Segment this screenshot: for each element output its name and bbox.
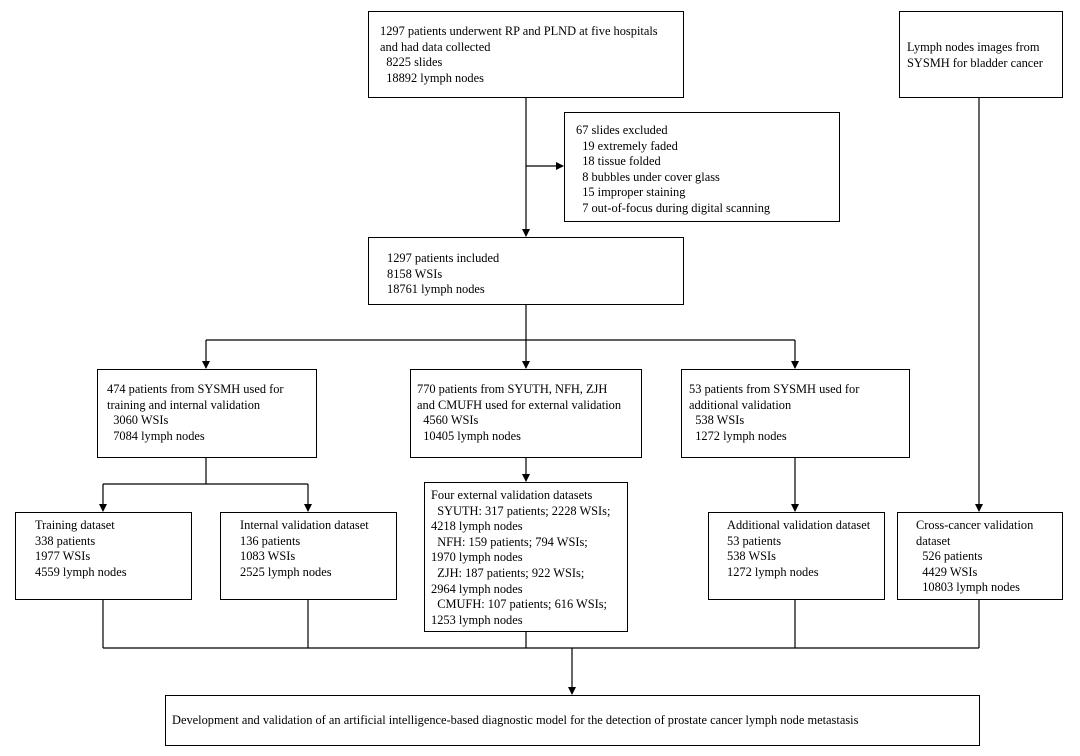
text-line: 3060 WSIs [107,413,169,428]
box-cross-cancer-dataset: Cross-cancer validation dataset 526 pati… [897,512,1063,600]
text-line: 15 improper staining [576,185,686,200]
text-line: 4560 WSIs [417,413,479,428]
text-line: 8 bubbles under cover glass [576,169,720,184]
text-line: Internal validation dataset [240,518,369,532]
text-line: and had data collected [380,39,491,54]
text-line: 10803 lymph nodes [916,580,1020,595]
box-four-external-datasets: Four external validation datasets SYUTH:… [424,482,628,632]
text-line: Additional validation dataset [727,518,871,532]
text-line: 2964 lymph nodes [431,581,523,596]
text-line: 136 patients [240,533,301,548]
text-line: 4559 lymph nodes [35,564,127,579]
text-line: and CMUFH used for external validation [417,397,622,412]
text-line: 538 WSIs [689,413,745,428]
text-line: NFH: 159 patients; 794 WSIs; [431,534,588,549]
text-line: Four external validation datasets [431,488,593,502]
box-final-outcome: Development and validation of an artific… [165,695,980,746]
text-line: 1297 patients underwent RP and PLND at f… [380,24,658,38]
text-line: 1272 lymph nodes [727,564,819,579]
text-line: ZJH: 187 patients; 922 WSIs; [431,565,585,580]
text-line: 770 patients from SYUTH, NFH, ZJH [417,382,608,396]
box-sysmh-group: 474 patients from SYSMH used for trainin… [97,369,317,458]
text-line: 53 patients from SYSMH used for [689,382,860,396]
text-line: 526 patients [916,549,983,564]
text-line: 7 out-of-focus during digital scanning [576,200,771,215]
text-line: SYSMH for bladder cancer [907,55,1043,70]
box-external-group: 770 patients from SYUTH, NFH, ZJH and CM… [410,369,642,458]
text-line: 18 tissue folded [576,154,661,169]
text-line: Cross-cancer validation [916,518,1034,532]
text-line: Training dataset [35,518,115,532]
text-line: Development and validation of an artific… [172,712,859,727]
box-included: 1297 patients included 8158 WSIs 18761 l… [368,237,684,305]
text-line: 2525 lymph nodes [240,564,332,579]
text-line: 10405 lymph nodes [417,428,521,443]
text-line: 538 WSIs [727,549,776,564]
text-line: Lymph nodes images from [907,40,1040,54]
text-line: 8225 slides [380,55,443,70]
text-line: 474 patients from SYSMH used for [107,382,284,396]
text-line: CMUFH: 107 patients; 616 WSIs; [431,597,608,612]
text-line: training and internal validation [107,397,261,412]
box-excluded-slides: 67 slides excluded 19 extremely faded 18… [564,112,840,222]
text-line: dataset [916,533,951,548]
box-training-dataset: Training dataset 338 patients 1977 WSIs … [15,512,192,600]
text-line: 67 slides excluded [576,123,668,137]
text-line: 1297 patients included [387,251,500,265]
text-line: SYUTH: 317 patients; 2228 WSIs; [431,503,611,518]
text-line: 8158 WSIs [387,266,443,281]
text-line: 1970 lymph nodes [431,550,523,565]
text-line: 53 patients [727,533,782,548]
text-line: 19 extremely faded [576,138,678,153]
text-line: 1253 lymph nodes [431,612,523,627]
text-line: 7084 lymph nodes [107,428,205,443]
text-line: 1977 WSIs [35,549,91,564]
text-line: additional validation [689,397,792,412]
box-internal-dataset: Internal validation dataset 136 patients… [220,512,397,600]
text-line: 1083 WSIs [240,549,296,564]
text-line: 4218 lymph nodes [431,519,523,534]
text-line: 18761 lymph nodes [387,282,485,297]
box-bladder-source: Lymph nodes images from SYSMH for bladde… [899,11,1063,98]
text-line: 1272 lymph nodes [689,428,787,443]
box-enrolled: 1297 patients underwent RP and PLND at f… [368,11,684,98]
box-additional-dataset: Additional validation dataset 53 patient… [708,512,885,600]
box-additional-group: 53 patients from SYSMH used for addition… [681,369,910,458]
text-line: 4429 WSIs [916,564,978,579]
text-line: 338 patients [35,533,96,548]
text-line: 18892 lymph nodes [380,70,484,85]
